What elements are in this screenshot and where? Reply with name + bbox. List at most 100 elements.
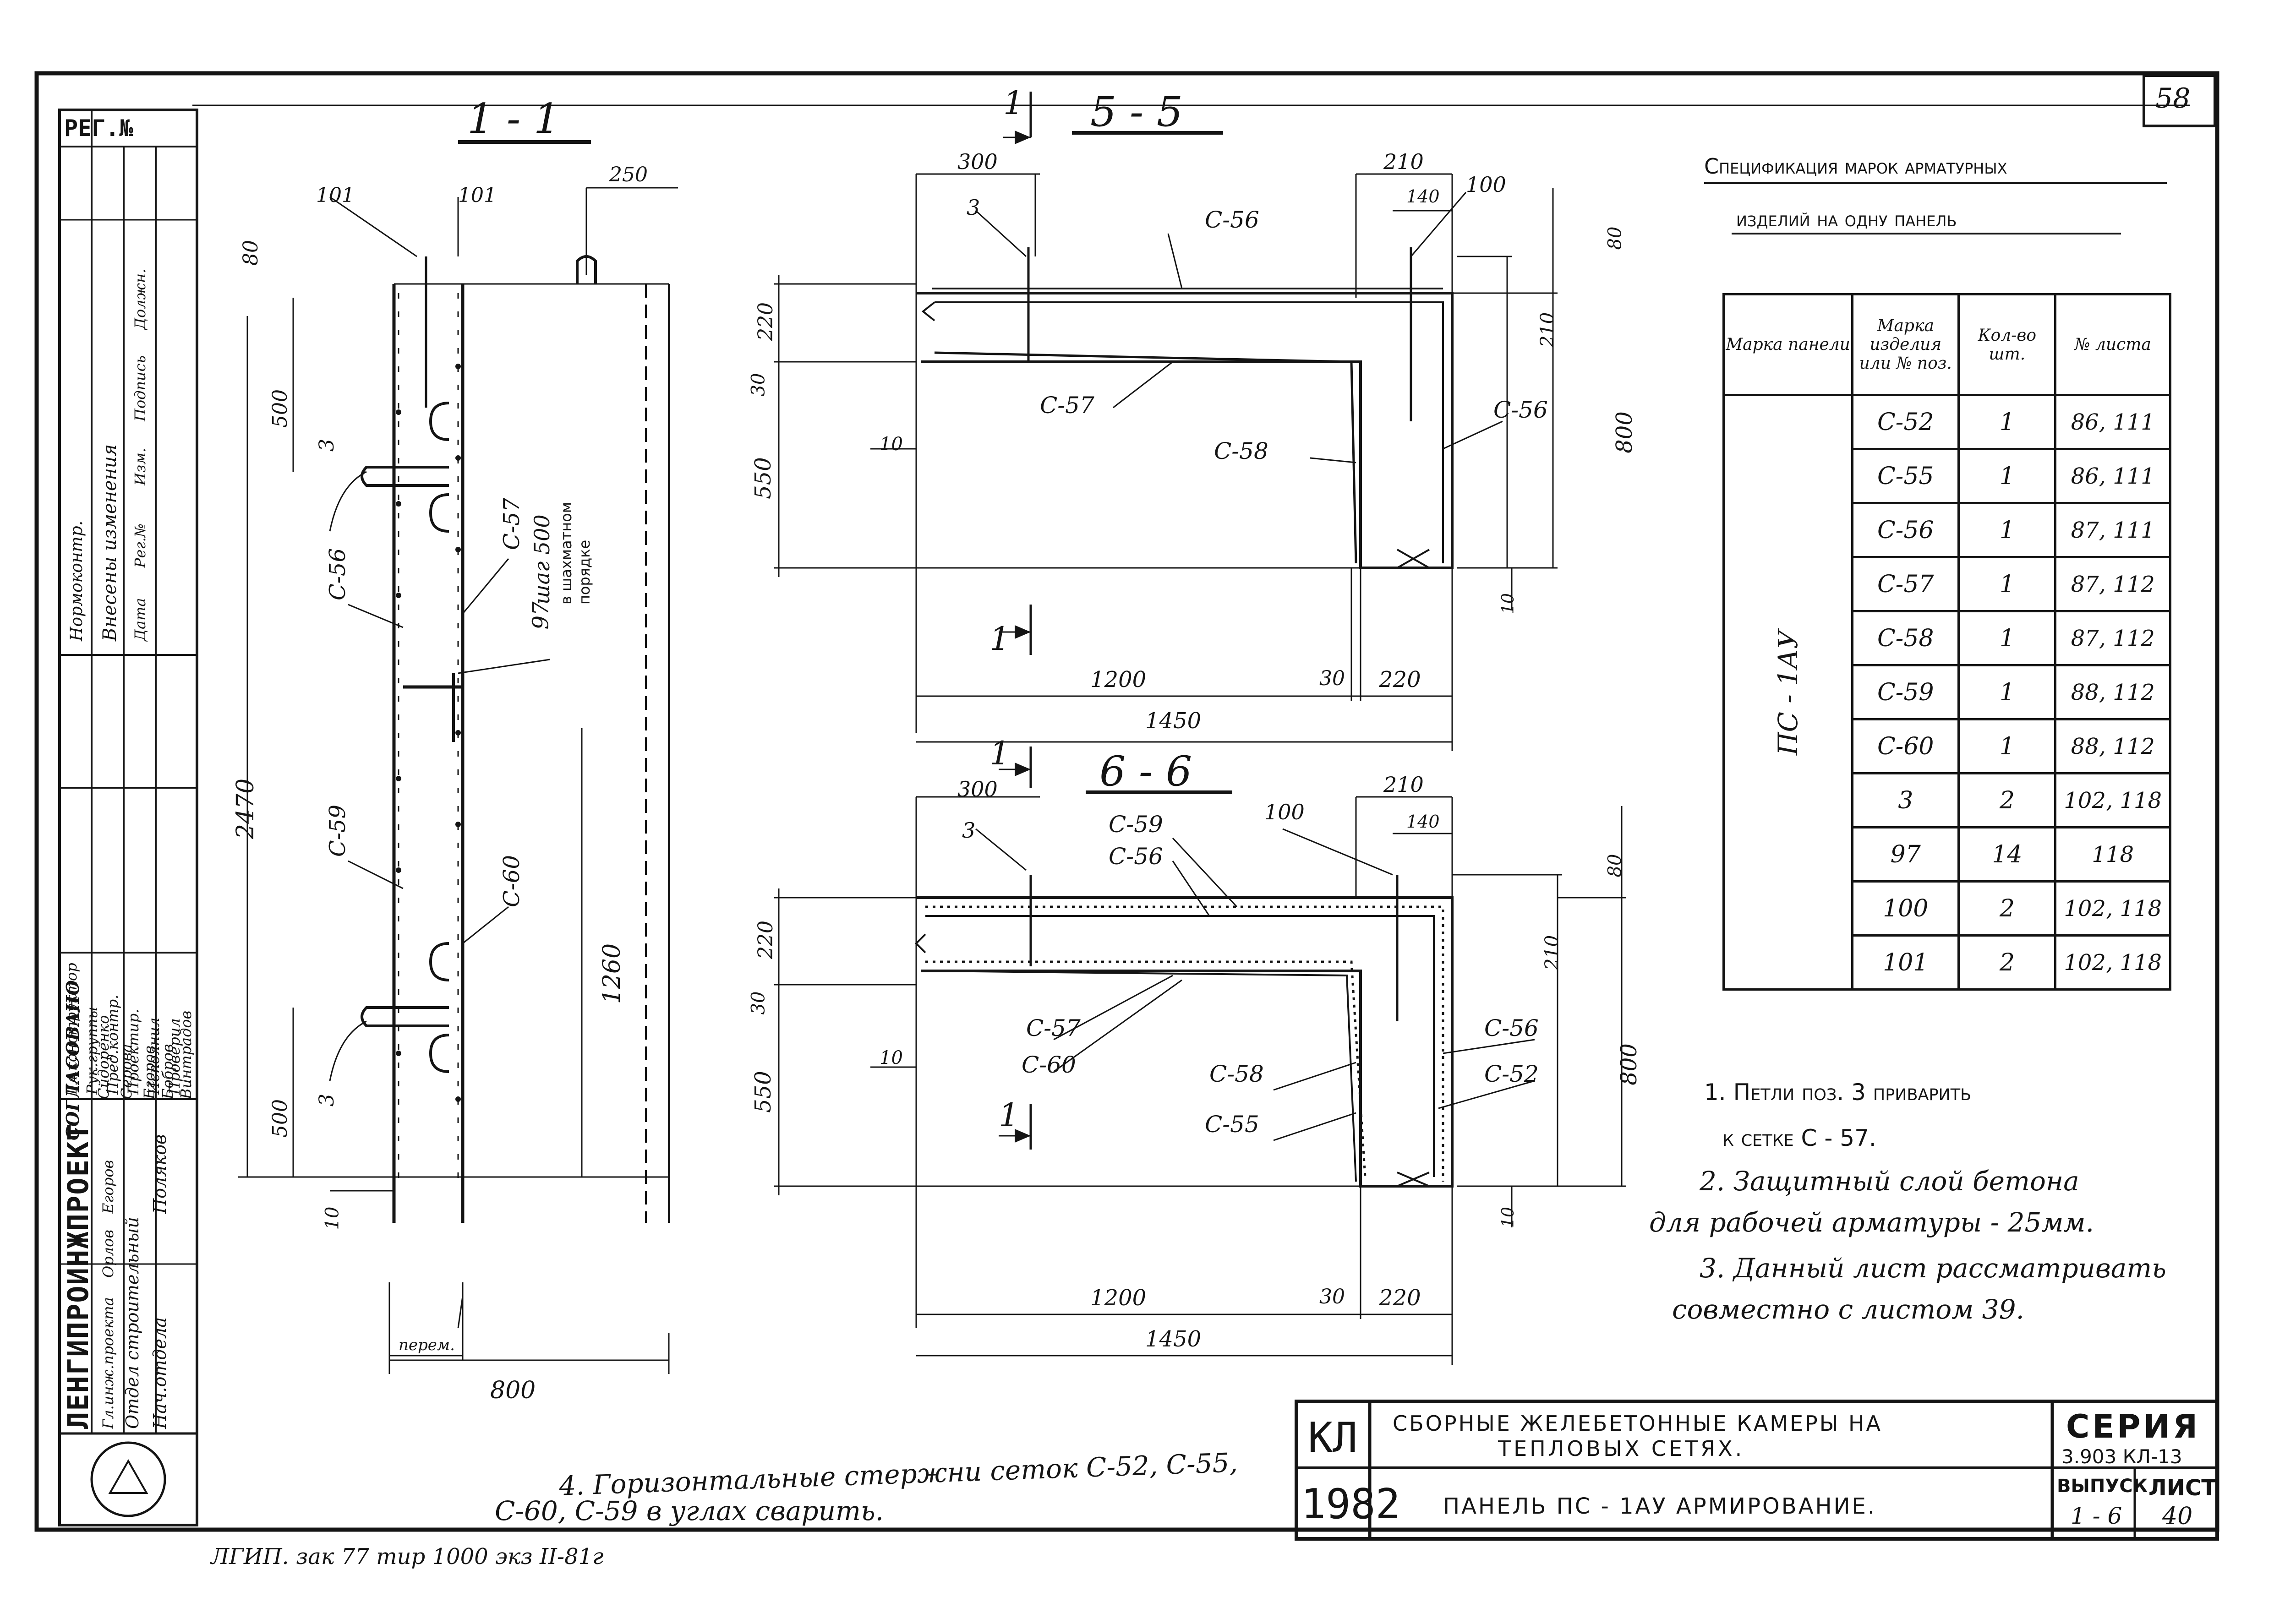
table-row: С-60 1 88, 112 <box>1724 718 2171 774</box>
qty-cell: 1 <box>1957 664 2057 720</box>
qty-cell: 14 <box>1957 826 2057 883</box>
role-0: Гл.конструктор <box>63 963 80 1095</box>
qty-cell: 1 <box>1957 718 2057 774</box>
change-header-5: Подпись <box>131 355 149 421</box>
table-row: 97 14 118 <box>1724 826 2171 883</box>
section-5-5-title: 5 - 5 <box>1090 88 1183 136</box>
s66-dim-1450: 1450 <box>1145 1326 1202 1352</box>
role-5: Проверил <box>166 1018 183 1095</box>
role-2: Пред.контр. <box>104 994 121 1095</box>
s11-pitch-note-0: шаг 500 <box>530 514 554 605</box>
s66-dim-800: 800 <box>1616 1043 1642 1085</box>
table-row: С-57 1 87, 112 <box>1724 556 2171 612</box>
title-org-code: КЛ <box>1308 1414 1358 1462</box>
s66-dim-140: 140 <box>1406 812 1440 832</box>
head-label: Нач.отдела <box>150 1317 170 1429</box>
sheet-value: 40 <box>2162 1503 2193 1530</box>
issue-label: ВЫПУСК <box>2057 1476 2148 1497</box>
change-header-1: Внесены изменения <box>99 444 120 641</box>
s55-dim-300: 300 <box>957 149 998 174</box>
item-cell: С-60 <box>1851 718 1960 774</box>
s11-label-3-top: 3 <box>315 439 339 452</box>
sheet-cell: 88, 112 <box>2054 718 2171 774</box>
s55-dim-220-bottom: 220 <box>1379 667 1421 692</box>
s11-label-c59: С-59 <box>325 804 351 857</box>
sheet-cell: 87, 112 <box>2054 610 2171 666</box>
title-year: 1982 <box>1301 1480 1400 1528</box>
s55-mark-side: 1 <box>989 620 1010 658</box>
item-cell: С-56 <box>1851 502 1960 558</box>
s11-label-c60: С-60 <box>499 855 525 908</box>
qty-cell: 1 <box>1957 394 2057 450</box>
item-cell: 97 <box>1851 826 1960 883</box>
role-1: Рук.группы <box>83 1007 101 1095</box>
note-4-line2: С-60, С-59 в углах сварить. <box>495 1495 884 1526</box>
section-6-6-outline <box>915 875 1454 1188</box>
s66-dim-210-side: 210 <box>1542 935 1563 970</box>
s11-pitch-note-2: порядке <box>576 540 593 605</box>
sheet-cell: 88, 112 <box>2054 664 2171 720</box>
s11-dim-1260: 1260 <box>598 943 626 1004</box>
s66-dim-10-left: 10 <box>880 1047 903 1068</box>
issue-value: 1 - 6 <box>2071 1503 2122 1529</box>
table-row: С-55 1 86, 111 <box>1724 448 2171 504</box>
item-cell: С-52 <box>1851 394 1960 450</box>
note-3-line1: 3. Данный лист рассматривать <box>1700 1253 2166 1284</box>
item-cell: С-57 <box>1851 556 1960 612</box>
panel-mark: ПС - 1АУ <box>1772 629 1804 755</box>
table-header-row: Марка панели Марка изделия или № поз. Ко… <box>1722 293 2171 396</box>
s11-dim-variable: перем. <box>399 1336 455 1354</box>
header-sheet-no: № листа <box>2054 293 2171 396</box>
s66-dim-100: 100 <box>1264 800 1305 824</box>
table-row: С-58 1 87, 112 <box>1724 610 2171 666</box>
s11-dim-101-b: 101 <box>458 184 497 207</box>
table-row: 100 2 102, 118 <box>1724 880 2171 937</box>
s66-dim-30: 30 <box>748 991 769 1015</box>
item-cell: С-55 <box>1851 448 1960 504</box>
s66-label-c52: С-52 <box>1484 1061 1539 1087</box>
s66-dim-220-bottom: 220 <box>1379 1285 1421 1311</box>
s66-dim-10-right: 10 <box>1498 1207 1518 1228</box>
spec-title-line1: Спецификация марок арматурных <box>1704 154 2007 179</box>
sheet-cell: 118 <box>2054 826 2171 883</box>
sheet-label: ЛИСТ <box>2148 1475 2217 1501</box>
title-subtitle: ПАНЕЛЬ ПС - 1АУ АРМИРОВАНИЕ. <box>1443 1493 1877 1519</box>
s55-dim-1200: 1200 <box>1090 667 1147 692</box>
series-label: СЕРИЯ <box>2066 1408 2200 1445</box>
item-cell: 100 <box>1851 880 1960 937</box>
s11-label-3-bottom: 3 <box>315 1094 339 1106</box>
s55-dim-550: 550 <box>750 457 776 499</box>
s66-dim-300: 300 <box>957 777 998 801</box>
s11-dim-101-a: 101 <box>316 184 355 207</box>
note-2-line1: 2. Защитный слой бетона <box>1700 1166 2079 1197</box>
s66-dim-220: 220 <box>754 921 777 959</box>
table-row: 101 2 102, 118 <box>1724 934 2171 991</box>
note-1-line1: 1. Петли поз. 3 приварить <box>1704 1079 1972 1106</box>
table-row: 3 2 102, 118 <box>1724 772 2171 828</box>
header-item-mark: Марка изделия или № поз. <box>1851 293 1960 396</box>
s11-label-97: 97 <box>528 601 554 630</box>
change-header-3: Рег.№ <box>131 523 149 568</box>
s55-dim-100: 100 <box>1466 172 1506 197</box>
footer-print-info: ЛГИП. зак 77 тир 1000 экз II-81г <box>211 1544 604 1570</box>
s55-label-c56-side: С-56 <box>1493 397 1548 423</box>
s11-dim-500-top: 500 <box>268 389 292 428</box>
department-label: Отдел строительный <box>122 1217 142 1429</box>
s11-dim-250: 250 <box>609 163 648 186</box>
change-header-6: Должн. <box>131 268 149 330</box>
s66-dim-30-bottom: 30 <box>1319 1285 1345 1308</box>
title-line2: ТЕПЛОВЫХ СЕТЯХ. <box>1498 1436 1745 1461</box>
s11-label-c57: С-57 <box>499 497 525 550</box>
sheet-cell: 87, 112 <box>2054 556 2171 612</box>
s11-dim-10: 10 <box>322 1206 343 1230</box>
sheet-cell: 86, 111 <box>2054 448 2171 504</box>
change-header-0: Нормоконтр. <box>67 520 86 641</box>
note-1-line2: к сетке С - 57. <box>1722 1125 1876 1151</box>
note-3-line2: совместно с листом 39. <box>1672 1294 2024 1325</box>
qty-cell: 1 <box>1957 610 2057 666</box>
sheet-cell: 102, 118 <box>2054 934 2171 991</box>
series-value: 3.903 КЛ-13 <box>2061 1445 2182 1468</box>
s66-mark-side: 1 <box>999 1096 1019 1134</box>
s55-label-c58: С-58 <box>1214 438 1268 464</box>
title-line1: СБОРНЫЕ ЖЕЛЕБЕТОННЫЕ КАМЕРЫ НА <box>1393 1411 1883 1436</box>
